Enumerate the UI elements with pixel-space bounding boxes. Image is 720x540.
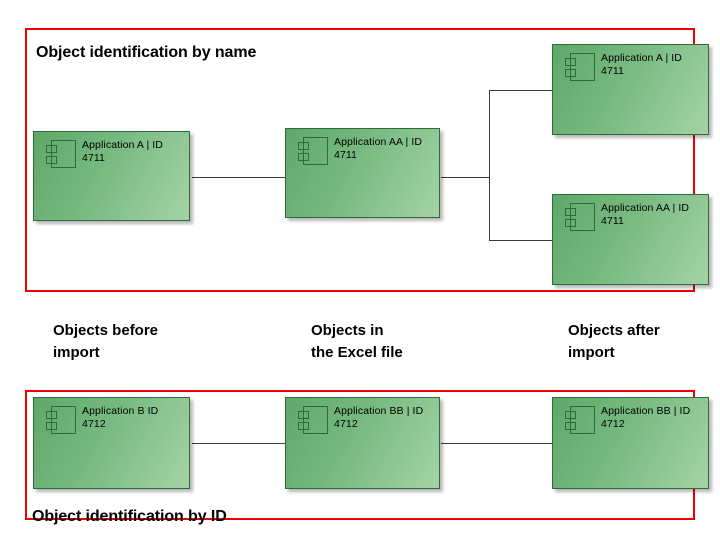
caption-objects-before-import: Objects before import [53,322,159,361]
connector-branch-to-aa-after [489,240,553,241]
section-title-identification-by-name: Object identification by name [36,44,257,61]
component-application-aa-excel-file[interactable]: Application AA | ID 4711 [285,128,440,218]
component-application-aa-after-import[interactable]: Application AA | ID 4711 [552,194,709,285]
uml-component-icon [565,203,595,231]
component-label: Application A | ID 4711 [601,52,682,78]
connector-branch-vertical [489,90,490,241]
connector-aa-excel-to-branch [441,177,490,178]
component-label: Application B ID 4712 [82,405,159,431]
component-application-a-after-import[interactable]: Application A | ID 4711 [552,44,709,135]
component-application-b-before-import[interactable]: Application B ID 4712 [33,397,190,489]
connector-bb-excel-to-bb-after [441,443,553,444]
uml-component-icon [46,406,76,434]
connector-b-before-to-bb-excel [192,443,286,444]
component-label: Application BB | ID 4712 [334,405,424,431]
connector-a-before-to-aa-excel [192,177,286,178]
section-title-identification-by-id: Object identification by ID [32,508,227,525]
uml-component-icon [298,406,328,434]
component-application-bb-after-import[interactable]: Application BB | ID 4712 [552,397,709,489]
component-label: Application BB | ID 4712 [601,405,691,431]
section-frame-identification-by-name [25,28,695,292]
uml-component-icon [565,53,595,81]
component-label: Application A | ID 4711 [82,139,163,165]
uml-component-icon [46,140,76,168]
connector-branch-to-a-after [489,90,553,91]
component-label: Application AA | ID 4711 [334,136,423,162]
component-application-bb-excel-file[interactable]: Application BB | ID 4712 [285,397,440,489]
caption-objects-after-import: Objects after import [568,322,660,361]
component-label: Application AA | ID 4711 [601,202,690,228]
caption-objects-in-excel-file: Objects in the Excel file [311,322,403,361]
component-application-a-before-import[interactable]: Application A | ID 4711 [33,131,190,221]
uml-component-icon [565,406,595,434]
uml-component-icon [298,137,328,165]
